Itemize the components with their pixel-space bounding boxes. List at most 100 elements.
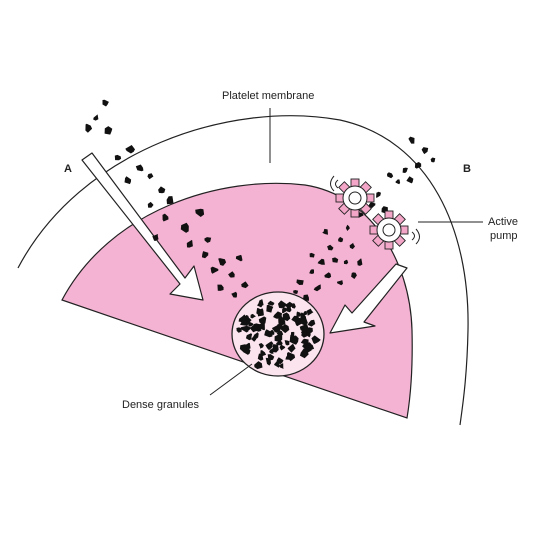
particle-stream	[85, 99, 436, 301]
particle-icon	[430, 157, 436, 163]
label-b: B	[463, 163, 471, 175]
particle-icon	[304, 344, 312, 353]
particle-icon	[324, 272, 332, 279]
particle-icon	[387, 172, 394, 179]
particle-icon	[305, 331, 311, 338]
particle-icon	[309, 269, 314, 274]
particle-icon	[327, 244, 334, 251]
particle-icon	[274, 333, 283, 343]
particle-icon	[166, 196, 174, 205]
arrow-a-icon	[81, 152, 204, 301]
particle-icon	[349, 242, 355, 250]
particle-icon	[278, 316, 286, 326]
particle-icon	[287, 343, 296, 353]
particle-icon	[273, 311, 282, 319]
particle-icon	[125, 145, 135, 154]
particle-icon	[253, 332, 259, 339]
particle-icon	[289, 334, 295, 342]
particle-icon	[228, 271, 235, 278]
cytoplasm-region	[61, 182, 413, 419]
particle-icon	[252, 323, 260, 331]
particle-icon	[257, 303, 263, 308]
particle-icon	[256, 307, 263, 316]
particle-icon	[147, 173, 154, 180]
particle-icon	[332, 257, 339, 263]
particle-icon	[376, 191, 381, 198]
particle-icon	[368, 202, 376, 209]
particle-icon	[158, 186, 166, 194]
particle-icon	[272, 344, 279, 351]
particle-icon	[414, 162, 422, 169]
particle-icon	[258, 316, 267, 325]
particle-icon	[395, 179, 401, 185]
particle-icon	[279, 344, 286, 351]
particle-icon	[309, 252, 315, 258]
particle-icon	[241, 281, 249, 289]
particle-icon	[284, 340, 290, 346]
particle-icon	[180, 222, 189, 233]
particle-icon	[265, 341, 273, 351]
particle-icon	[285, 301, 293, 309]
particle-icon	[102, 99, 109, 107]
particle-icon	[195, 208, 205, 217]
particle-icon	[104, 126, 113, 135]
particle-icon	[351, 272, 357, 279]
particle-icon	[247, 333, 253, 339]
active-pump-icon	[330, 175, 420, 250]
particle-icon	[357, 258, 363, 266]
granule-contents	[236, 299, 321, 370]
particle-icon	[218, 258, 227, 266]
particle-icon	[235, 254, 243, 262]
particle-icon	[291, 315, 301, 324]
particle-icon	[299, 324, 309, 333]
particle-icon	[421, 147, 429, 155]
particle-icon	[186, 239, 193, 248]
particle-icon	[254, 361, 263, 370]
particle-icon	[204, 237, 212, 243]
particle-icon	[240, 320, 249, 326]
particle-icon	[152, 234, 159, 241]
particle-icon	[201, 251, 209, 259]
particle-icon	[402, 167, 408, 173]
particle-icon	[247, 322, 254, 327]
particle-icon	[301, 331, 307, 338]
particle-icon	[311, 335, 321, 344]
particle-icon	[299, 316, 308, 326]
particle-icon	[337, 280, 343, 286]
particle-icon	[257, 353, 264, 361]
label-a: A	[64, 163, 72, 175]
particle-icon	[303, 294, 309, 301]
particle-icon	[264, 329, 273, 338]
particle-icon	[236, 327, 242, 333]
particle-icon	[231, 291, 238, 298]
particle-icon	[278, 300, 288, 309]
particle-icon	[135, 164, 144, 172]
particle-icon	[93, 114, 99, 121]
particle-icon	[266, 304, 274, 313]
particle-icon	[162, 213, 169, 222]
particle-icon	[282, 312, 291, 322]
particle-icon	[406, 176, 414, 184]
particle-icon	[293, 290, 299, 294]
particle-icon	[313, 284, 321, 292]
particle-icon	[267, 354, 275, 361]
platelet-membrane-label: Platelet membrane	[222, 90, 314, 102]
particle-icon	[296, 311, 301, 317]
particle-icon	[317, 258, 325, 265]
platelet-membrane-outline	[17, 115, 469, 426]
particle-icon	[240, 326, 249, 333]
particle-icon	[296, 279, 304, 285]
particle-icon	[114, 154, 122, 161]
particle-icon	[280, 324, 290, 334]
particle-icon	[269, 348, 274, 354]
particle-icon	[306, 308, 314, 316]
particle-icon	[274, 360, 280, 368]
particle-icon	[343, 259, 349, 265]
particle-icon	[322, 228, 328, 235]
particle-icon	[408, 136, 415, 144]
particle-icon	[85, 123, 93, 133]
active-pump-label-line1: Active	[488, 216, 518, 228]
particle-icon	[345, 224, 350, 231]
particle-icon	[276, 339, 283, 346]
